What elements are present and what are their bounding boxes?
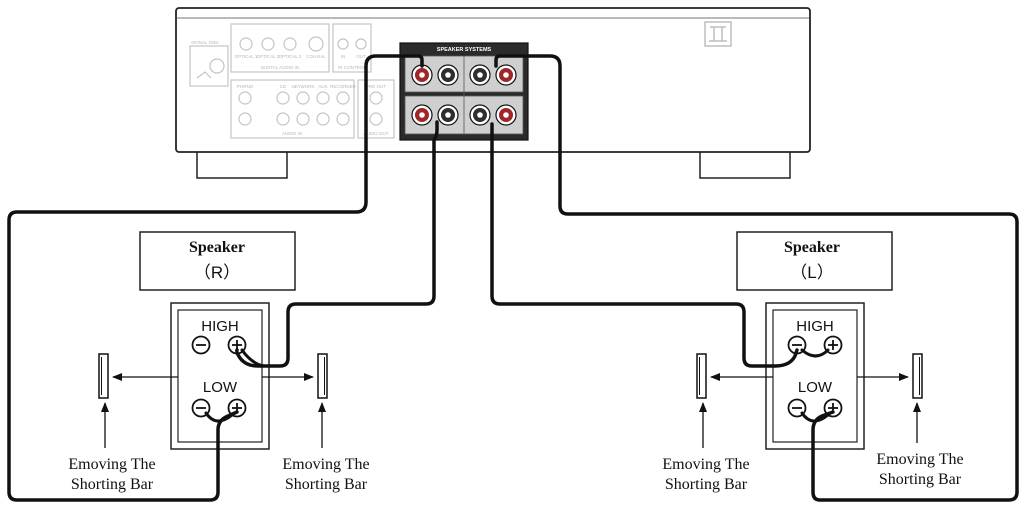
- digital-input-label: COAXIAL: [306, 54, 326, 59]
- speaker-left-right-note-line1: Emoving The: [876, 451, 963, 468]
- speaker-right-high-jumper: [240, 348, 266, 368]
- speaker-left-low-jumper: [800, 411, 830, 423]
- digital-audio-in-label: DIGITAL AUDIO IN: [261, 65, 299, 70]
- amp-terminal-b-right-plus: [411, 104, 433, 126]
- amplifier-foot-right: [699, 149, 791, 179]
- ir-control-label: IR CONTROL: [338, 65, 366, 70]
- amp-terminal-b-left-plus: [495, 104, 517, 126]
- speaker-right-low-jumper: [204, 411, 234, 423]
- ir-control-block: [332, 23, 372, 73]
- speaker-right-label-box: [139, 231, 296, 291]
- cable-right-low: [235, 120, 439, 368]
- cable-left-high: [494, 54, 1019, 502]
- amp-terminal-a-left-minus: [469, 64, 491, 86]
- digital-input-label: OPTICAL 1: [235, 54, 258, 59]
- brand-logo-icon: [704, 21, 732, 47]
- speaker-right-right-note-line1: Emoving The: [282, 456, 369, 473]
- speaker-left: Speaker （L） HIGH LOW: [662, 231, 964, 493]
- audio-input-label: AUX: [318, 84, 327, 89]
- shorting-bar-right-right: [317, 353, 328, 399]
- amp-terminal-a-right-plus: [411, 64, 433, 86]
- amp-terminal-b-left-minus: [469, 104, 491, 126]
- amplifier-rear-panel: [189, 23, 395, 139]
- speaker-left-title: Speaker: [784, 239, 840, 256]
- digital-input-label: OPTICAL 3: [279, 54, 302, 59]
- signal-gnd-label: SIGNAL GND: [191, 40, 219, 45]
- audio-out-block: [357, 79, 395, 139]
- speaker-right-low-label: LOW: [203, 379, 238, 396]
- ir-input-label: IN: [341, 54, 346, 59]
- audio-input-label: RECORDER: [330, 84, 357, 89]
- speaker-right-left-note-line1: Emoving The: [68, 456, 155, 473]
- shorting-bar-left-left: [696, 353, 707, 399]
- audio-input-label: PHONO: [237, 84, 254, 89]
- ir-input-label: OUT: [356, 54, 366, 59]
- speaker-right: Speaker （R） HIGH LOW: [68, 231, 370, 493]
- speaker-right-right-note-line2: Shorting Bar: [285, 476, 368, 493]
- digital-audio-in-block: [230, 23, 330, 73]
- speaker-systems-label: SPEAKER SYSTEMS: [437, 47, 492, 53]
- speaker-left-channel: （L）: [790, 263, 833, 282]
- audio-in-block: [230, 79, 355, 139]
- speaker-left-label-box: [736, 231, 893, 291]
- amp-terminal-b-right-minus: [437, 104, 459, 126]
- speaker-right-left-note-line2: Shorting Bar: [71, 476, 154, 493]
- speaker-left-high-label: HIGH: [796, 318, 834, 335]
- amplifier-foot-left: [196, 149, 288, 179]
- speaker-left-high-jumper: [800, 348, 830, 358]
- cable-right-high: [7, 54, 424, 502]
- audio-input-label: CD: [280, 84, 287, 89]
- audio-input-label: NETWORK: [292, 84, 315, 89]
- speaker-right-title: Speaker: [189, 239, 245, 256]
- amp-terminal-a-right-minus: [437, 64, 459, 86]
- speaker-left-low-label: LOW: [798, 379, 833, 396]
- speaker-right-high-label: HIGH: [201, 318, 239, 335]
- shorting-bar-right-left: [98, 353, 109, 399]
- audio-out-label: AUDIO OUT: [363, 131, 388, 136]
- speaker-left-left-note-line1: Emoving The: [662, 456, 749, 473]
- cable-left-low: [490, 122, 799, 368]
- shorting-bar-left-right: [912, 353, 923, 399]
- speaker-left-right-note-line2: Shorting Bar: [879, 471, 962, 488]
- speaker-left-left-note-line2: Shorting Bar: [665, 476, 748, 493]
- speaker-right-channel: （R）: [194, 263, 240, 282]
- amp-terminal-a-left-plus: [495, 64, 517, 86]
- digital-input-label: OPTICAL 2: [257, 54, 280, 59]
- audio-in-label: AUDIO IN: [282, 131, 302, 136]
- audio-out-input-label: PRE OUT: [366, 84, 386, 89]
- speaker-right-high-minus-terminal: [191, 335, 211, 355]
- signal-gnd-block: [189, 45, 229, 87]
- amplifier: SIGNAL GND OPTICAL 1 OPTICAL 2 OPTICAL 3…: [175, 7, 811, 179]
